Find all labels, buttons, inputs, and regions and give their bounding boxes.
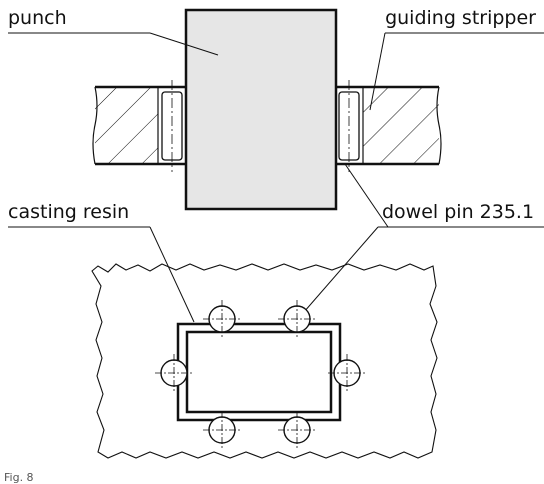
dowel-pin-bottom-left xyxy=(203,411,241,449)
label-guiding-stripper: guiding stripper xyxy=(385,7,536,29)
stripper-right-section xyxy=(362,85,442,166)
stripper-left-section xyxy=(92,85,159,166)
label-guiding-stripper-group: guiding stripper xyxy=(369,7,544,111)
punch-outline-plan xyxy=(185,330,333,414)
dowel-pin-left xyxy=(155,354,193,392)
figure-caption: Fig. 8 xyxy=(4,471,34,484)
label-dowel-pin-leader xyxy=(296,226,379,321)
label-dowel-pin-leader-top xyxy=(344,163,389,228)
label-guiding-stripper-leader xyxy=(369,32,386,111)
label-casting-resin-group: casting resin xyxy=(8,201,195,323)
label-dowel-pin: dowel pin 235.1 xyxy=(382,201,534,223)
dowel-pin-left-section xyxy=(161,80,183,172)
dowel-pin-bottom-right xyxy=(278,411,316,449)
label-casting-resin: casting resin xyxy=(8,201,129,223)
dowel-pin-top-left xyxy=(203,300,241,338)
stripper-opening-plan xyxy=(176,322,342,422)
punch-body xyxy=(184,8,338,211)
label-punch-leader xyxy=(149,32,219,56)
dowel-pins-plan xyxy=(155,300,366,449)
dowel-pin-right xyxy=(328,354,366,392)
label-dowel-pin-group: dowel pin 235.1 xyxy=(296,163,544,321)
label-punch: punch xyxy=(8,7,67,29)
dowel-pin-top-right xyxy=(278,300,316,338)
dowel-pin-right-section xyxy=(338,80,360,172)
label-casting-resin-leader xyxy=(149,226,195,323)
plate-outline-plan xyxy=(91,263,438,459)
label-punch-group: punch xyxy=(8,7,219,56)
casting-resin-gap-right xyxy=(336,85,363,166)
